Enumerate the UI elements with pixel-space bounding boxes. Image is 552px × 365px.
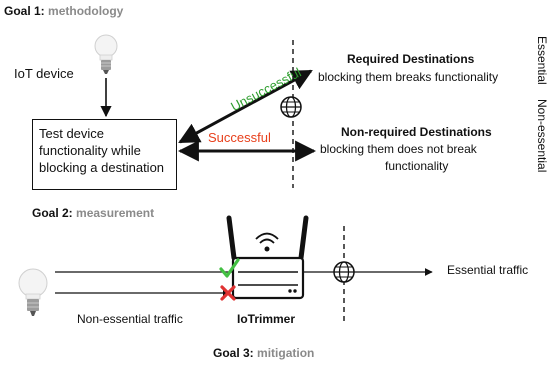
test-box-line1: Test device — [39, 126, 105, 141]
goal2-heading: Goal 2: measurement — [32, 206, 154, 220]
goal1-heading: Goal 1: methodology — [4, 4, 123, 18]
goal3-subtitle: mitigation — [257, 346, 315, 360]
non-essential-traffic-label: Non-essential traffic — [77, 312, 183, 326]
goal2-label: Goal 2: — [32, 206, 73, 220]
goal2-subtitle: measurement — [76, 206, 155, 220]
test-box: Test device functionality while blocking… — [32, 119, 177, 190]
iot-device-label: IoT device — [14, 66, 74, 81]
required-desc: blocking them breaks functionality — [318, 70, 499, 84]
goal3-heading: Goal 3: mitigation — [213, 346, 314, 360]
globe-icon — [280, 96, 302, 118]
test-box-line3: blocking a destination — [39, 160, 165, 175]
non-required-desc-line1: blocking them does not break — [320, 142, 477, 156]
router-icon — [226, 215, 309, 300]
test-box-line2: functionality while — [39, 143, 141, 158]
goal1-subtitle: methodology — [48, 4, 124, 18]
unsuccessful-arrow — [178, 69, 313, 144]
non-required-title: Non-required Destinations — [341, 125, 492, 139]
goal1-label: Goal 1: — [4, 4, 45, 18]
lightbulb-icon — [94, 34, 118, 74]
non-required-desc-line2: functionality — [385, 159, 449, 173]
check-icon — [219, 258, 240, 278]
cross-icon — [220, 285, 236, 301]
goal3-label: Goal 3: — [213, 346, 254, 360]
lightbulb-icon — [18, 268, 48, 316]
essential-traffic-label: Essential traffic — [447, 263, 529, 277]
router-label: IoTrimmer — [237, 312, 296, 326]
successful-label: Successful — [208, 130, 271, 145]
globe-icon — [333, 261, 355, 283]
required-title: Required Destinations — [347, 52, 475, 66]
